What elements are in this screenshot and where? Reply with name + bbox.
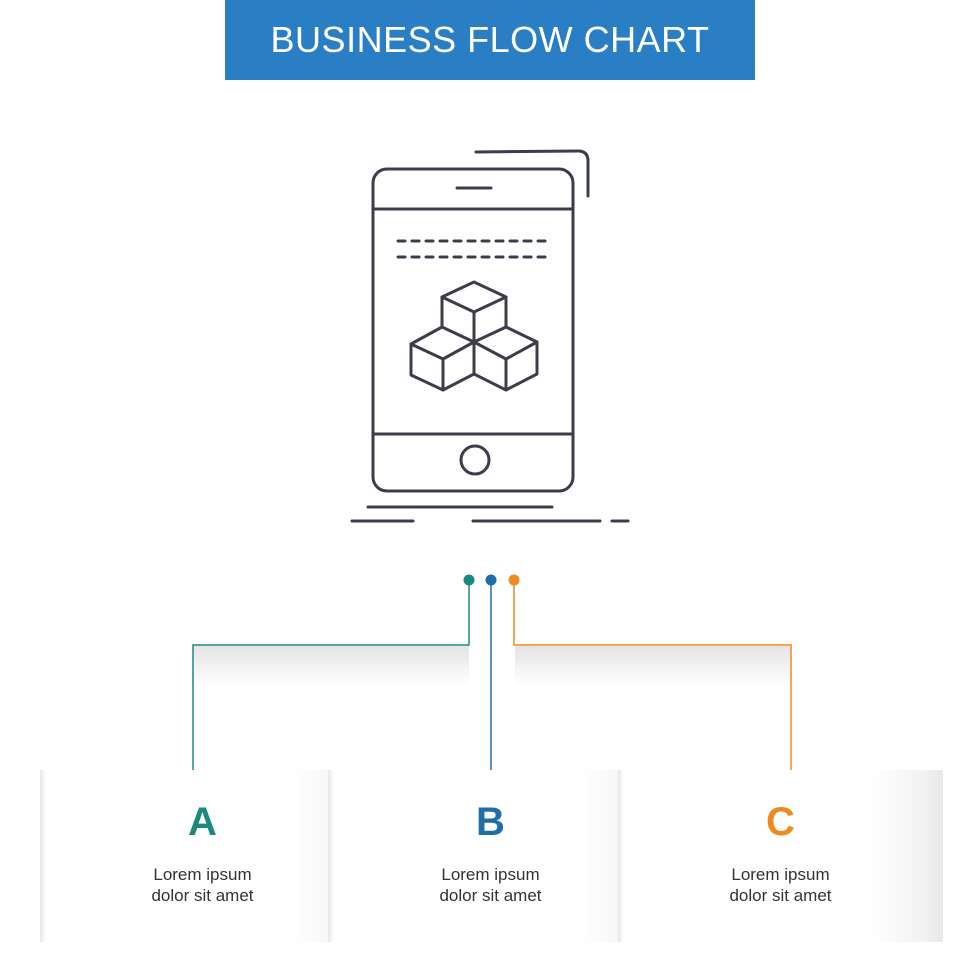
step-text-b: Lorem ipsum dolor sit amet [328,864,653,906]
step-card-b: B Lorem ipsum dolor sit amet [328,770,653,942]
cubes-icon [409,280,539,392]
step-text-a-line1: Lorem ipsum [153,865,252,884]
step-card-c: C Lorem ipsum dolor sit amet [618,770,943,942]
step-text-b-line1: Lorem ipsum [441,865,540,884]
connector-dot-a [463,574,475,586]
phone-body [371,167,575,493]
step-text-c: Lorem ipsum dolor sit amet [618,864,943,906]
step-text-c-line2: dolor sit amet [729,886,832,905]
step-letter-c: C [766,800,795,844]
connector-shadow-a [193,646,469,686]
step-text-a: Lorem ipsum dolor sit amet [40,864,365,906]
step-letter-a: A [188,800,217,844]
phone-back-outline [474,149,590,198]
step-text-c-line1: Lorem ipsum [731,865,830,884]
step-text-b-line2: dolor sit amet [439,886,542,905]
connector-shadow-c [515,646,791,686]
chart-title: BUSINESS FLOW CHART [270,19,710,60]
step-letter-b: B [476,800,505,844]
connector-dot-c [508,574,520,586]
step-text-a-line2: dolor sit amet [151,886,254,905]
step-card-a: A Lorem ipsum dolor sit amet [40,770,365,942]
connector-a [192,580,470,780]
title-banner: BUSINESS FLOW CHART [225,0,755,80]
connector-c [513,580,792,780]
phone-home-button [459,444,491,476]
connector-dot-b [485,574,497,586]
